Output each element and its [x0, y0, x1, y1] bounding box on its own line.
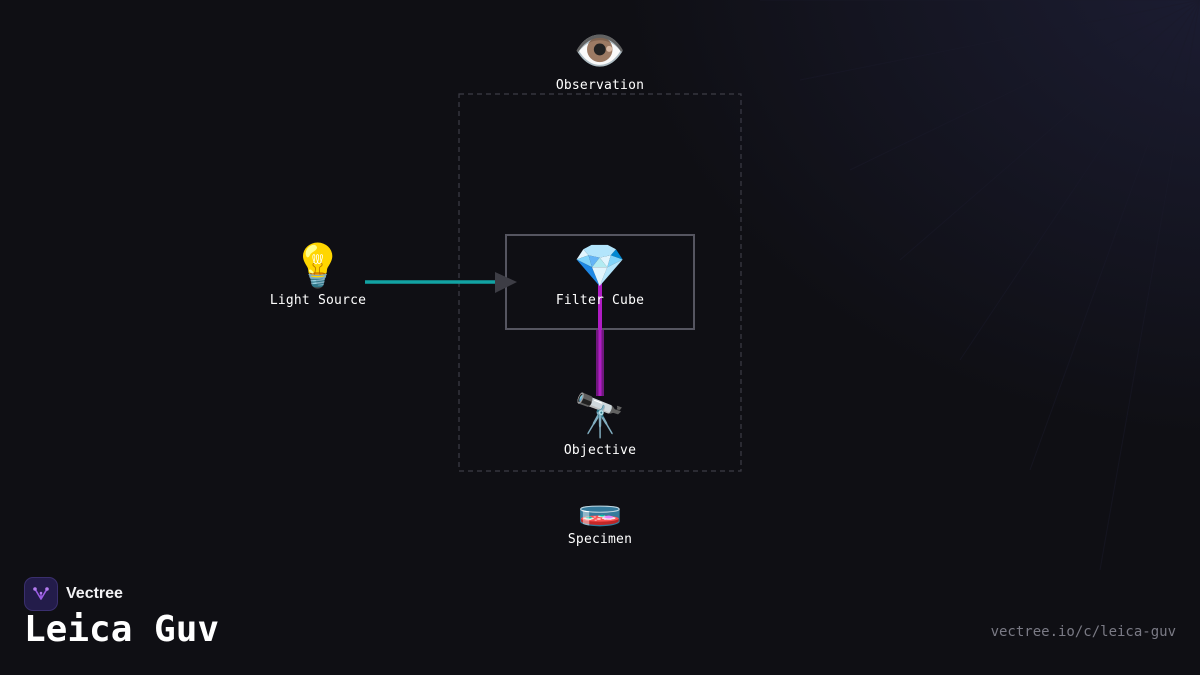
brand[interactable]: Vectree — [24, 577, 123, 611]
light-bulb-icon: 💡 — [291, 241, 345, 290]
node-label: Observation — [555, 78, 645, 93]
gem-icon: 💎 — [573, 241, 627, 290]
petri-dish-icon: 🧫 — [577, 487, 623, 528]
node-label: Light Source — [269, 293, 367, 308]
brand-name: Vectree — [66, 585, 123, 602]
page-title: Leica Guv — [24, 609, 220, 650]
node-label: Specimen — [567, 532, 633, 547]
node-label: Filter Cube — [555, 293, 645, 308]
node-observation[interactable]: 👁️ Observation — [520, 26, 680, 94]
node-label: Objective — [563, 443, 637, 458]
eye-icon: 👁️ — [573, 26, 627, 75]
node-filter-cube[interactable]: 💎 Filter Cube — [520, 241, 680, 309]
node-specimen[interactable]: 🧫 Specimen — [520, 487, 680, 548]
page-url[interactable]: vectree.io/c/leica-guv — [990, 624, 1176, 640]
node-objective[interactable]: 🔭 Objective — [520, 391, 680, 459]
node-light-source[interactable]: 💡 Light Source — [238, 241, 398, 309]
excitation-arrowhead — [495, 272, 517, 293]
telescope-icon: 🔭 — [573, 391, 627, 440]
vectree-logo-icon — [24, 577, 58, 611]
